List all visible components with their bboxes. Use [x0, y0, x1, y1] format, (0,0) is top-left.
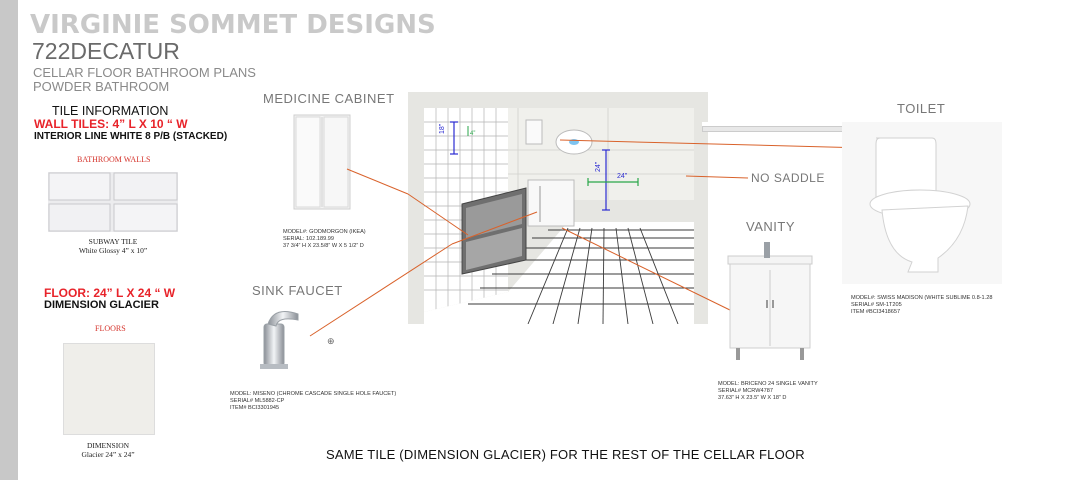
sink-faucet-serial: SERIAL# ML5882-CP	[230, 398, 285, 405]
project-title: 722DECATUR	[32, 38, 180, 64]
wall-tile-spec: WALL TILES: 4” L X 10 “ W	[34, 117, 188, 131]
bathroom-walls-label: BATHROOM WALLS	[77, 155, 151, 164]
floor-tile-spec: FLOOR: 24” L X 24 “ W	[44, 286, 176, 300]
brand-title: VIRGINIE SOMMET DESIGNS	[30, 10, 436, 40]
sink-faucet-model: MODEL: MISENO (CHROME CASCADE SINGLE HOL…	[230, 391, 397, 397]
footer-note: SAME TILE (DIMENSION GLACIER) FOR THE RE…	[326, 447, 805, 462]
floor-tile-line: DIMENSION GLACIER	[44, 299, 159, 311]
bathroom-plan-render: 18” 4” 24” 24”	[408, 92, 708, 324]
toilet-serial: SERIAL# SM-1T205	[851, 302, 902, 309]
vanity-serial: SERIAL# MCRW4787	[718, 388, 773, 395]
vanity-size: 37.63” H X 23.5” W X 18” D	[718, 395, 787, 402]
subway-tile-swatch	[48, 172, 178, 232]
sink-faucet-item: ITEM# BCI3301945	[230, 405, 280, 412]
subtitle-plans: CELLAR FLOOR BATHROOM PLANS	[33, 65, 256, 80]
dim-4-label: 4”	[470, 131, 475, 137]
vanity-image	[727, 242, 813, 360]
subtitle-room: POWDER BATHROOM	[33, 79, 170, 94]
dim-24-horizontal-label: 24”	[617, 173, 628, 180]
sink-faucet-image	[260, 311, 299, 369]
vanity-model: MODEL: BRICENO 24 SINGLE VANITY	[718, 381, 818, 387]
left-margin-bar	[0, 0, 18, 480]
medicine-cabinet-serial: SERIAL: 102.189.99	[283, 236, 335, 243]
sink-faucet-title: SINK FAUCET	[252, 283, 343, 298]
subway-tile-size: White Glossy 4” x 10”	[78, 246, 148, 255]
wall-tile-line: INTERIOR LINE WHITE 8 P/B (STACKED)	[34, 131, 228, 142]
zoom-icon[interactable]: ⊕	[327, 336, 335, 346]
floors-label: FLOORS	[95, 324, 126, 333]
dimension-glacier-swatch	[63, 343, 155, 435]
toilet-model: MODEL#: SWISS MADISON (WHITE SUBLIME 0.8…	[851, 295, 993, 301]
medicine-cabinet-model: MODEL#: GODMORGON (IKEA)	[283, 229, 366, 235]
vanity-title: VANITY	[746, 219, 795, 234]
tile-info-heading: TILE INFORMATION	[52, 104, 169, 118]
toilet-item: ITEM #BCI3418657	[851, 309, 901, 316]
dim-18-label: 18”	[439, 123, 446, 134]
toilet-title: TOILET	[897, 101, 946, 116]
subway-tile-caption: SUBWAY TILE	[88, 237, 138, 246]
dim-24-vertical-label: 24”	[595, 161, 602, 172]
no-saddle-label: NO SADDLE	[751, 171, 825, 185]
floor-tile-size: Glacier 24” x 24”	[81, 450, 135, 459]
medicine-cabinet-size: 37 3/4” H X 23.5/8” W X 5 1/2” D	[283, 243, 364, 250]
medicine-cabinet-title: MEDICINE CABINET	[263, 91, 395, 106]
toilet-image	[842, 122, 1002, 284]
floor-tile-caption: DIMENSION	[86, 441, 130, 450]
medicine-cabinet-image	[293, 114, 351, 210]
